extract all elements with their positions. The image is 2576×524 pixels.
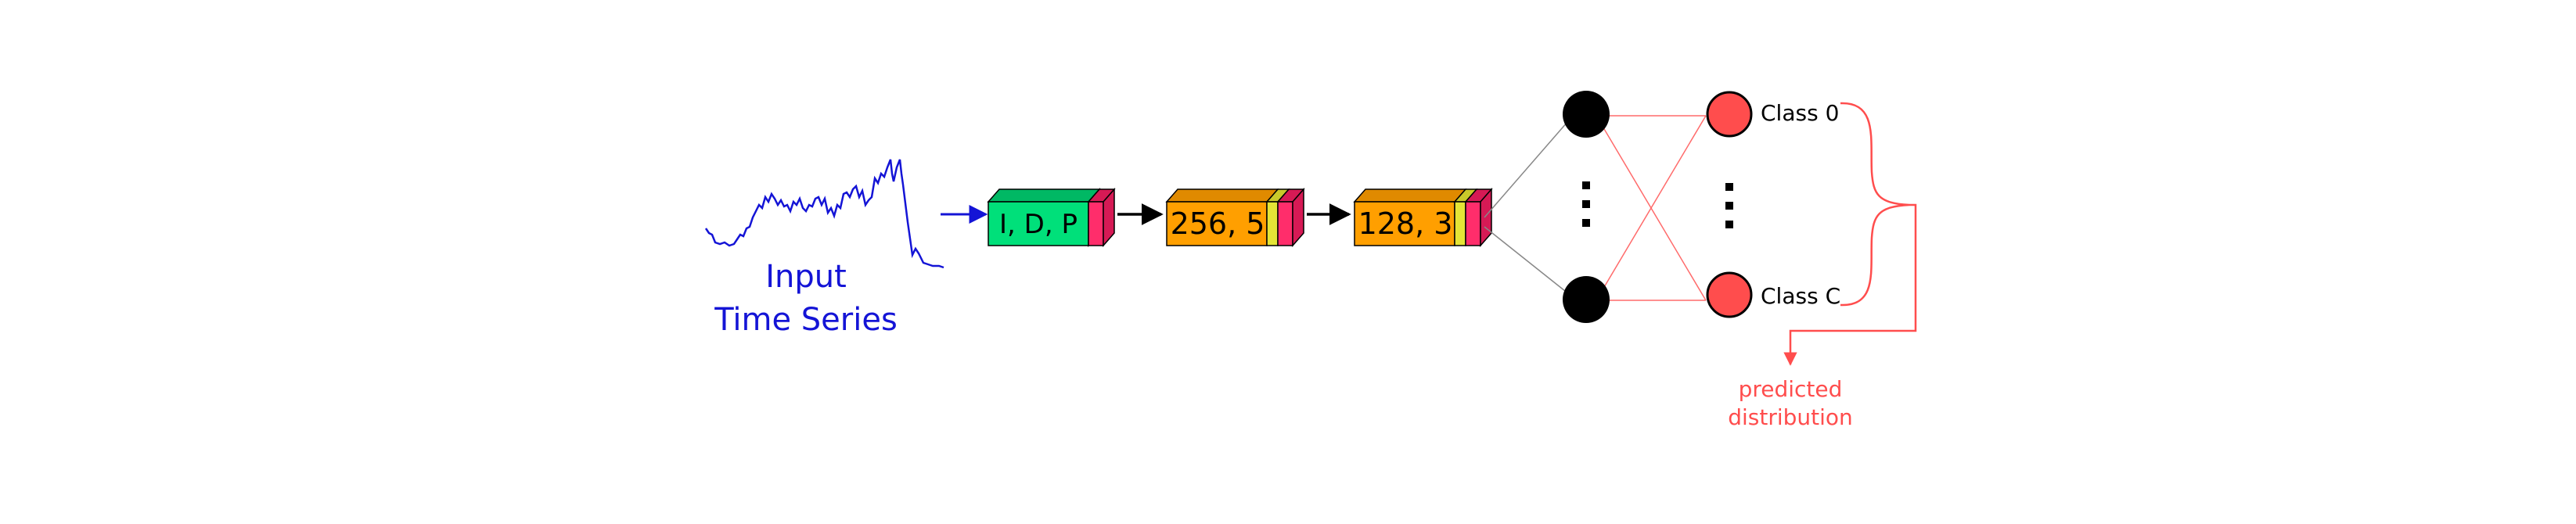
input-label-line2: Time Series: [714, 302, 898, 338]
conv-block-256-label: 256, 5: [1171, 206, 1265, 241]
input-label-line1: Input: [765, 259, 847, 295]
distribution-connector: [1783, 203, 1917, 366]
predicted-label-line1: predicted: [1739, 376, 1843, 402]
output-node-class-0: [1706, 91, 1753, 138]
input-time-series-waveform: [704, 159, 944, 269]
input-layer-block: I, D, P: [987, 188, 1116, 247]
connection-block-to-hidden-top: [1484, 115, 1574, 218]
output-node-class-c: [1706, 271, 1753, 318]
hidden-node-top: [1563, 91, 1610, 138]
conv-block-128-label: 128, 3: [1358, 206, 1453, 241]
output-brace: [1840, 102, 1910, 307]
connection-h1-c0: [1596, 115, 1707, 301]
hidden-ellipsis: [1582, 181, 1590, 227]
output-ellipsis: [1725, 183, 1733, 228]
conv-block-256: 256, 5: [1165, 188, 1305, 247]
hidden-node-bottom: [1563, 276, 1610, 323]
conv-block-128: 128, 3: [1353, 188, 1493, 247]
class-c-label: Class C: [1761, 283, 1840, 309]
predicted-label-line2: distribution: [1728, 404, 1853, 430]
input-layer-label: I, D, P: [999, 209, 1078, 240]
connection-block-to-hidden-bottom: [1484, 226, 1574, 298]
class-0-label: Class 0: [1761, 100, 1839, 126]
